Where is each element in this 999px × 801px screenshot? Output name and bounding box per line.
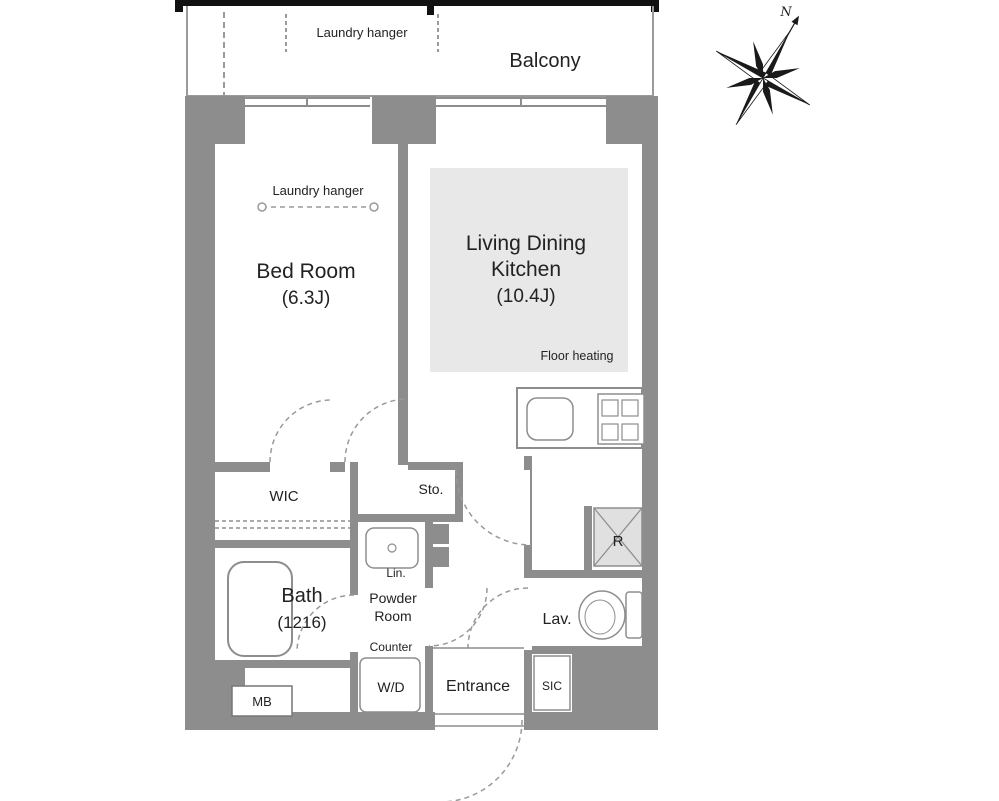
storage-label: Sto. bbox=[419, 481, 444, 497]
ldk-size: (10.4J) bbox=[496, 286, 555, 307]
door-arcs bbox=[269, 398, 532, 801]
linen-shelf bbox=[427, 524, 449, 544]
wall-pillar-bottom-right bbox=[620, 650, 658, 730]
linen-label: Lin. bbox=[386, 566, 405, 580]
meter-box bbox=[231, 685, 293, 717]
wall-bedroom-ldk-divider bbox=[398, 105, 408, 465]
bath-door-arc bbox=[296, 594, 355, 653]
bath-size: (1216) bbox=[277, 613, 326, 632]
closet-doors bbox=[215, 520, 350, 529]
ldk-side-door-arc bbox=[344, 398, 409, 463]
balcony-structure bbox=[186, 6, 654, 97]
windows bbox=[245, 97, 606, 107]
powder-room-door-arc bbox=[428, 587, 488, 647]
wall-right bbox=[642, 144, 658, 656]
north-arrowhead-icon bbox=[791, 15, 799, 26]
washer-dryer-label: W/D bbox=[377, 679, 404, 695]
bedroom-name: Bed Room bbox=[256, 260, 355, 283]
sic-box bbox=[533, 655, 571, 711]
wall-pillar-top-right bbox=[606, 96, 658, 144]
kitchen-sink-icon bbox=[526, 397, 574, 441]
refrigerator-label: R bbox=[613, 533, 624, 550]
entrance-label: Entrance bbox=[446, 678, 510, 695]
laundry-hanger-pole-icon bbox=[257, 202, 379, 212]
sic-label: SIC bbox=[542, 679, 562, 693]
compass-icon: N bbox=[715, 5, 811, 126]
lavatory-door-arc bbox=[467, 587, 529, 649]
bath-name: Bath bbox=[281, 585, 322, 607]
counter-label: Counter bbox=[370, 640, 413, 654]
toilet-tank-icon bbox=[625, 591, 643, 639]
balcony-laundry-hanger-label: Laundry hanger bbox=[316, 25, 408, 40]
meter-box-label: MB bbox=[252, 694, 272, 709]
faucet-icon bbox=[387, 543, 397, 553]
ldk-hall-door-arc bbox=[455, 469, 532, 546]
toilet-bowl-inner bbox=[584, 599, 616, 635]
bedroom-size: (6.3J) bbox=[282, 288, 331, 309]
wic-label: WIC bbox=[269, 488, 298, 505]
entrance-door-arc bbox=[445, 719, 523, 801]
floor-heating-label: Floor heating bbox=[541, 349, 614, 363]
wall-left bbox=[185, 144, 215, 664]
washer-dryer-pan-icon bbox=[359, 657, 421, 713]
floor-heating-area bbox=[430, 168, 628, 372]
labels: Laundry hanger Balcony Laundry hanger Be… bbox=[252, 25, 623, 709]
ldk-name-line2: Kitchen bbox=[491, 258, 561, 281]
bathtub-icon bbox=[227, 561, 293, 657]
lavatory-label: Lav. bbox=[542, 611, 571, 628]
bedroom-laundry-hanger-label: Laundry hanger bbox=[272, 183, 364, 198]
walls bbox=[185, 96, 658, 730]
powder-room-line1: Powder bbox=[369, 590, 417, 606]
compass-north-label: N bbox=[779, 5, 792, 20]
linen-shelf bbox=[427, 547, 449, 567]
refrigerator-space-icon bbox=[593, 507, 643, 567]
upper-boundary-line bbox=[175, 0, 659, 15]
powder-room-line2: Room bbox=[374, 608, 411, 624]
thresholds bbox=[433, 647, 524, 727]
balcony-label: Balcony bbox=[509, 50, 580, 72]
bedroom-door-arc bbox=[269, 399, 333, 463]
ldk-name-line1: Living Dining bbox=[466, 232, 586, 255]
wall-bottom-right bbox=[524, 712, 624, 730]
wall-pillar-top-left bbox=[185, 96, 245, 144]
fixtures bbox=[227, 387, 645, 717]
